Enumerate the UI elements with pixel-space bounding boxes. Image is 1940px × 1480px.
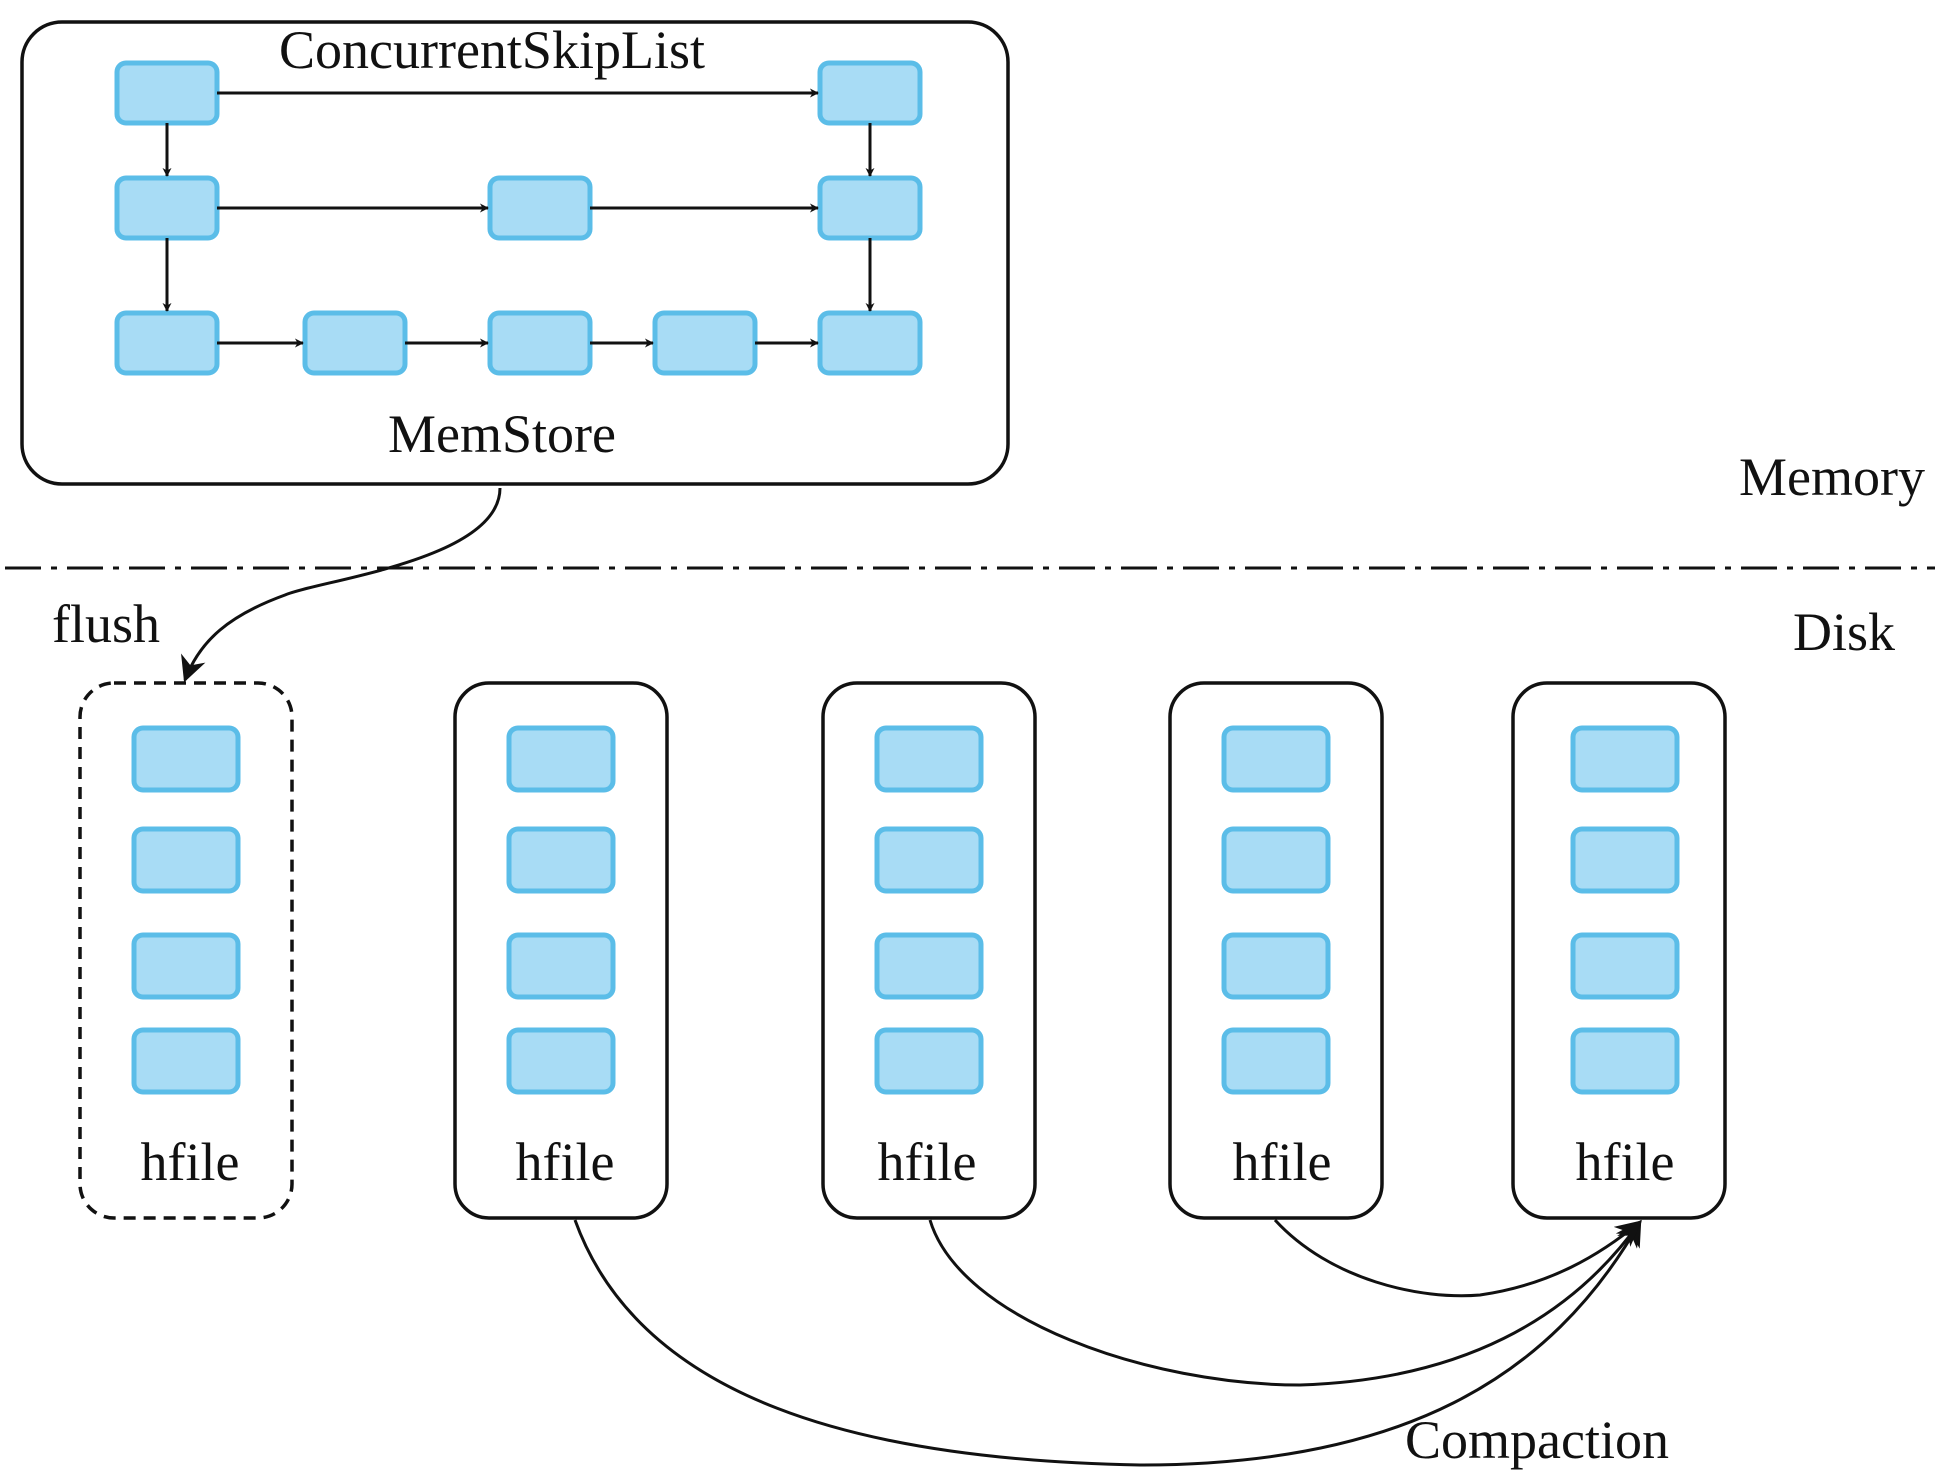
skiplist-node [652,310,758,376]
skiplist-edges [162,88,875,348]
hfile: hfile [453,681,669,1220]
disk-label: Disk [1793,602,1895,662]
compaction-arrow [1273,1218,1643,1298]
hfile-block [1221,725,1331,793]
hfile-block [1221,826,1331,894]
skiplist-node [487,175,593,241]
memstore-label: MemStore [388,404,616,464]
hfile-block [131,725,241,793]
hfile-label: hfile [141,1132,240,1192]
hfile-block [874,725,984,793]
hfile-block [506,725,616,793]
hfile-block [874,826,984,894]
new-hfile: hfile [78,681,294,1220]
hfile-block [1570,1027,1680,1095]
hfile-block [506,1027,616,1095]
skiplist-node [302,310,408,376]
hfile-block [131,1027,241,1095]
hfile-block [506,826,616,894]
hfile-block [1570,725,1680,793]
flush-arrow [181,487,502,683]
skiplist-node [114,310,220,376]
hfile-block [131,826,241,894]
skiplist-label: ConcurrentSkipList [279,20,705,80]
memory-label: Memory [1739,447,1925,507]
skiplist-node [114,175,220,241]
hfile-label: hfile [1576,1132,1675,1192]
compaction-arrow [928,1219,1642,1387]
compaction-arrow [573,1219,1642,1467]
hfile: hfile [821,681,1037,1220]
compaction-arrows [573,1218,1643,1467]
skiplist-node [114,60,220,126]
memstore-box: ConcurrentSkipList MemStore [20,20,1010,486]
hfile-compaction-target: hfile [1511,681,1727,1220]
hfile-label: hfile [1233,1132,1332,1192]
hfile-label: hfile [878,1132,977,1192]
compaction-label: Compaction [1405,1410,1669,1470]
hfile-block [1570,826,1680,894]
hfile-block [506,932,616,1000]
hfile: hfile [1168,681,1384,1220]
hfile-block [1570,932,1680,1000]
skiplist-nodes [114,60,923,376]
skiplist-node [817,310,923,376]
hfile-block [874,932,984,1000]
skiplist-node [487,310,593,376]
flush-label: flush [52,594,160,654]
hfile-block [1221,1027,1331,1095]
skiplist-node [817,60,923,126]
skiplist-node [817,175,923,241]
hfile-block [874,1027,984,1095]
hfile-block [1221,932,1331,1000]
hfile-block [131,932,241,1000]
hfile-label: hfile [516,1132,615,1192]
